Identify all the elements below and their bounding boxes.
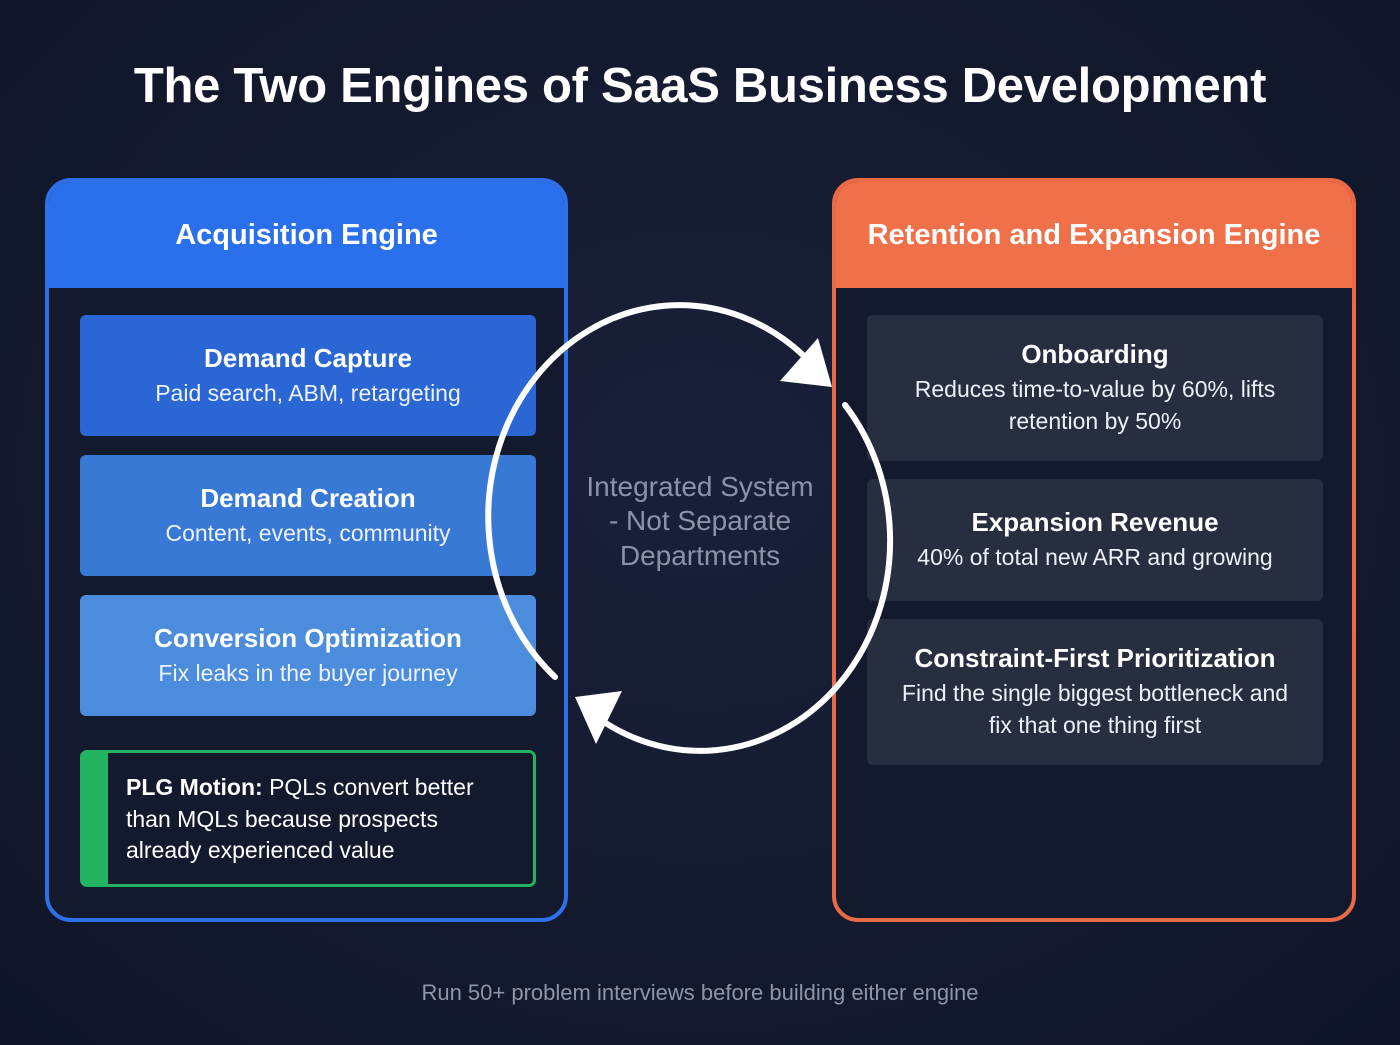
retention-engine-header: Retention and Expansion Engine — [836, 182, 1352, 288]
card-description: Fix leaks in the buyer journey — [158, 659, 458, 686]
card-title: Demand Capture — [203, 342, 413, 373]
conversion-optimization-card: Conversion Optimization Fix leaks in the… — [80, 595, 536, 716]
card-title: Constraint-First Prioritization — [914, 643, 1276, 674]
constraint-first-card: Constraint-First Prioritization Find the… — [867, 619, 1323, 765]
demand-capture-card: Demand Capture Paid search, ABM, retarge… — [80, 315, 536, 436]
card-title: Expansion Revenue — [971, 507, 1219, 538]
card-title: Onboarding — [1021, 339, 1169, 370]
card-description: 40% of total new ARR and growing — [917, 544, 1273, 571]
card-title: Demand Creation — [200, 482, 416, 513]
footer-note: Run 50+ problem interviews before buildi… — [421, 980, 979, 1005]
plg-label: PLG Motion: — [126, 774, 263, 800]
expansion-revenue-card: Expansion Revenue 40% of total new ARR a… — [867, 479, 1323, 601]
cycle-arrowhead-top — [780, 338, 832, 387]
card-description: Paid search, ABM, retargeting — [155, 379, 461, 406]
plg-motion-callout: PLG Motion: PQLs convert better than MQL… — [80, 750, 536, 887]
page-title: The Two Engines of SaaS Business Develop… — [133, 59, 1267, 113]
card-description: Reduces time-to-value by 60%, lifts rete… — [914, 376, 1276, 434]
retention-engine-panel: Retention and Expansion Engine Onboardin… — [832, 178, 1356, 922]
card-title: Conversion Optimization — [154, 622, 462, 653]
onboarding-card: Onboarding Reduces time-to-value by 60%,… — [867, 315, 1323, 461]
card-description: Content, events, community — [165, 519, 451, 546]
acquisition-engine-header: Acquisition Engine — [49, 182, 564, 288]
cycle-center-label: Integrated System - Not Separate Departm… — [586, 471, 814, 571]
acquisition-engine-panel: Acquisition Engine Demand Capture Paid s… — [45, 178, 568, 922]
card-description: Find the single biggest bottleneck and f… — [901, 680, 1289, 738]
demand-creation-card: Demand Creation Content, events, communi… — [80, 455, 536, 576]
plg-text: PQLs convert better than MQLs because pr… — [126, 774, 474, 864]
cycle-arrowhead-bottom — [575, 691, 622, 744]
